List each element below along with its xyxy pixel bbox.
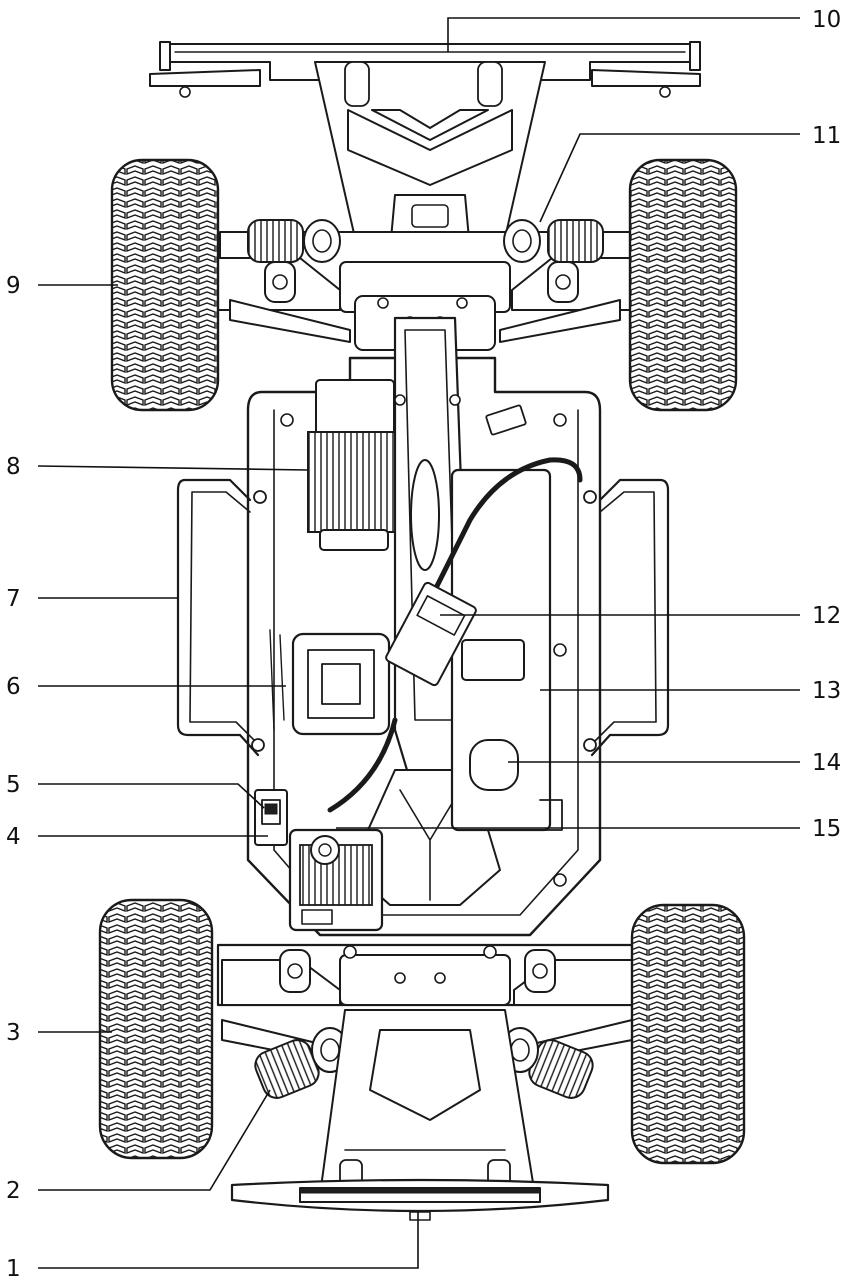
rear-right-tire: [630, 903, 746, 1165]
nerf-bars: [176, 478, 670, 757]
callout-6: 6: [6, 674, 21, 700]
battery-leads: [327, 404, 583, 813]
rear-bumper: [230, 1178, 610, 1221]
callout-11: 11: [812, 123, 841, 149]
motor: [307, 379, 401, 551]
rear-axle-shown-visible: [222, 714, 632, 776]
rear-brace: [319, 1009, 536, 1196]
callout-7: 7: [6, 586, 21, 612]
callout-12: 12: [812, 603, 841, 629]
callout-1: 1: [6, 1256, 21, 1282]
callouts: 10 11 9 8 7 12 6 13 14 5 4 15 3: [6, 7, 841, 1282]
callout-3: 3: [6, 1020, 21, 1046]
esc: [288, 828, 384, 932]
power-switch: [254, 789, 288, 846]
front-shocks: [247, 219, 604, 263]
callout-14: 14: [812, 750, 841, 776]
callout-4: 4: [6, 824, 21, 850]
callout-9: 9: [6, 273, 21, 299]
front-left-tire: [110, 158, 220, 412]
receiver-box: [269, 629, 391, 736]
callout-2: 2: [6, 1178, 21, 1204]
callout-5: 5: [6, 772, 21, 798]
callout-13: 13: [812, 678, 841, 704]
callout-10: 10: [812, 7, 841, 33]
front-right-tire: [628, 158, 738, 412]
rear-left-tire: [98, 898, 214, 1160]
callout-8: 8: [6, 454, 21, 480]
battery: [450, 468, 563, 832]
callout-15: 15: [812, 816, 841, 842]
